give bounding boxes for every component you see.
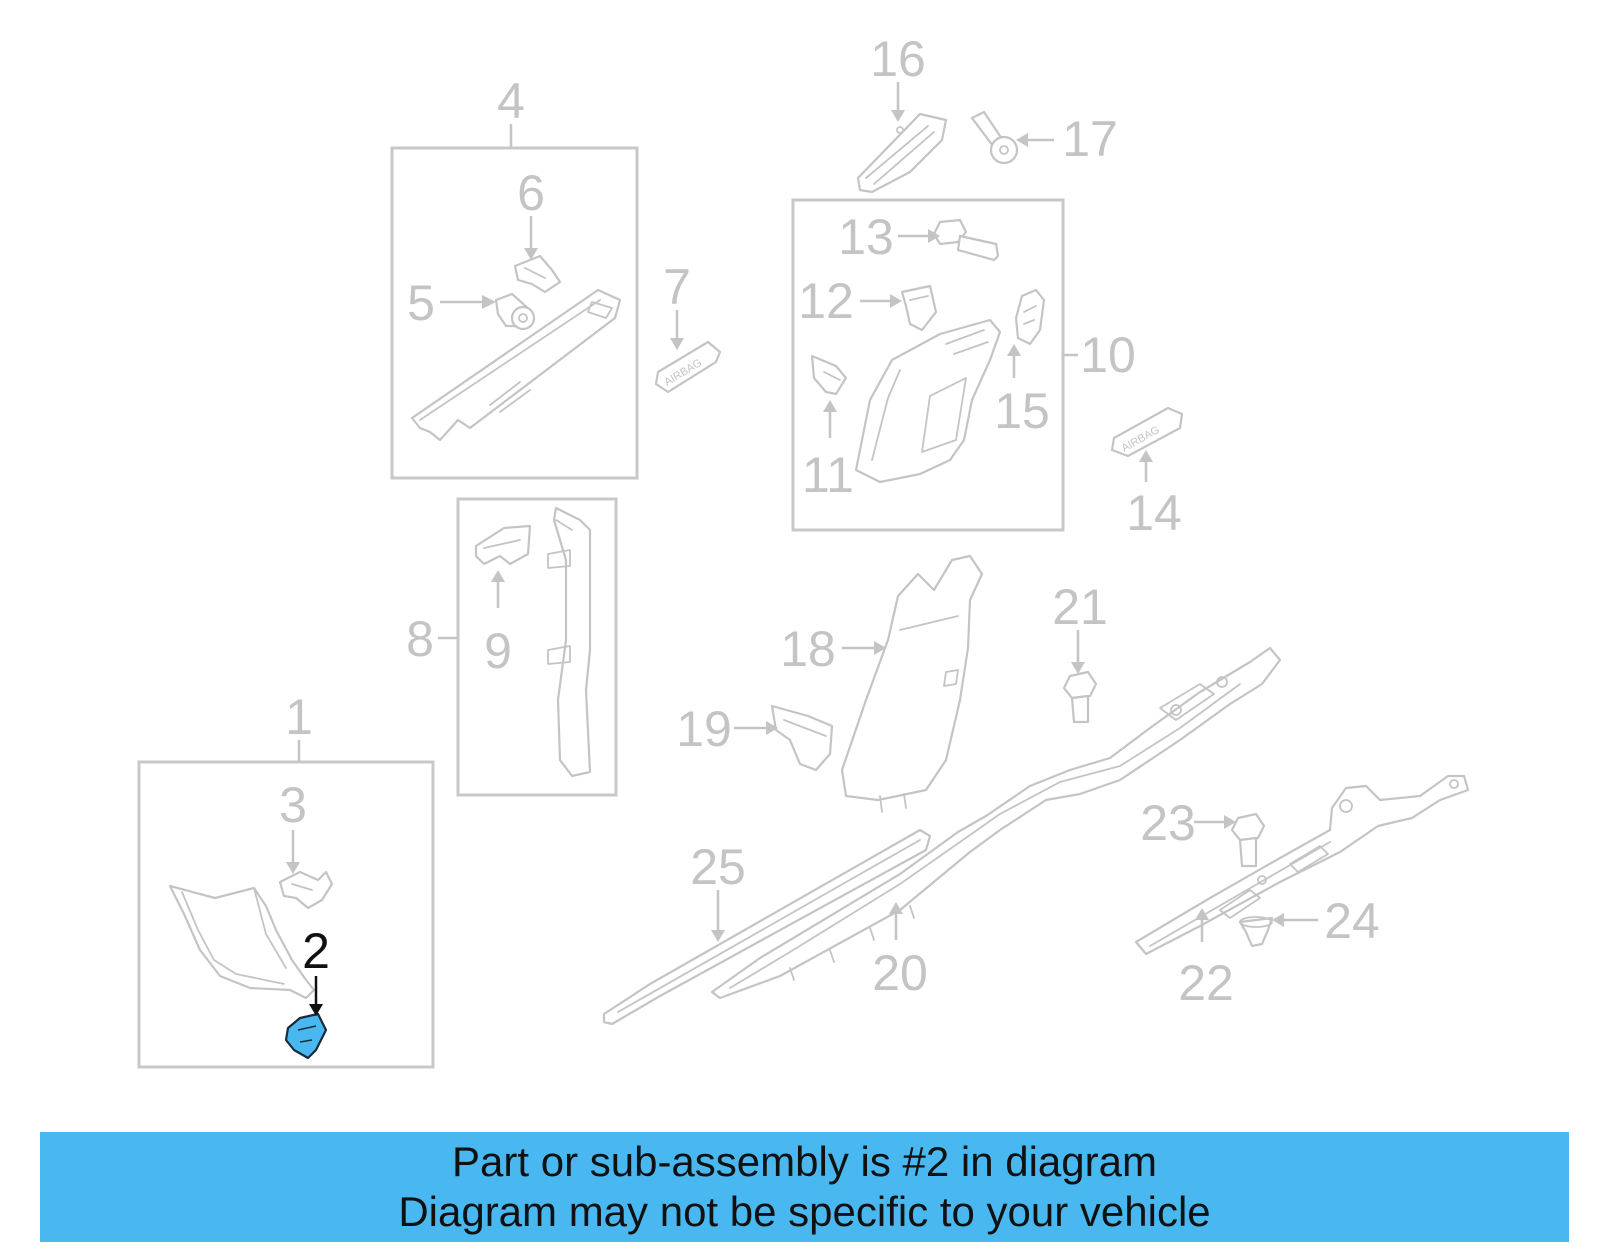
callout-4: 4 <box>497 73 525 129</box>
clip-2-highlighted <box>284 1012 328 1060</box>
a-pillar-trim <box>410 288 622 442</box>
clip-9 <box>474 524 532 566</box>
clip-19 <box>770 704 834 772</box>
callout-20: 20 <box>872 945 928 1001</box>
group-box-1 <box>137 760 435 1069</box>
callout-23: 23 <box>1140 795 1196 851</box>
callout-6: 6 <box>517 165 545 221</box>
callout-14: 14 <box>1126 485 1182 541</box>
b-pillar-lower-trim <box>840 554 984 813</box>
banner-disclaimer: Diagram may not be specific to your vehi… <box>398 1188 1211 1235</box>
group-box-10 <box>791 198 1065 532</box>
callout-18: 18 <box>780 621 836 677</box>
bracket-22 <box>1134 774 1470 956</box>
airbag-emblem-14: AIRBAG <box>1110 406 1184 458</box>
callout-1: 1 <box>285 689 313 745</box>
sill-plate-20 <box>710 646 1282 1000</box>
callout-5: 5 <box>407 275 435 331</box>
callout-numbers: 1 2 3 4 5 6 7 8 9 10 11 12 13 14 15 16 1… <box>279 31 1380 1011</box>
callout-9: 9 <box>484 623 512 679</box>
screw-17 <box>970 110 1019 165</box>
banner-part-note: Part or sub-assembly is #2 in diagram <box>452 1138 1157 1185</box>
callout-25: 25 <box>690 839 746 895</box>
callout-17: 17 <box>1062 111 1118 167</box>
clip-6 <box>513 254 562 294</box>
trim-strip-8 <box>547 506 592 778</box>
callout-7: 7 <box>663 259 691 315</box>
callout-19: 19 <box>676 701 732 757</box>
callout-16: 16 <box>870 31 926 87</box>
callout-3: 3 <box>279 777 307 833</box>
bolt-23 <box>1230 812 1266 868</box>
airbag-emblem-7: AIRBAG <box>654 340 722 394</box>
callout-2: 2 <box>302 923 330 979</box>
nut-24 <box>1238 916 1274 948</box>
group-box-4 <box>390 146 639 480</box>
callout-15: 15 <box>994 383 1050 439</box>
callout-11: 11 <box>802 447 854 503</box>
clip-11 <box>810 354 848 396</box>
callout-8: 8 <box>406 611 434 667</box>
clip-15 <box>1014 288 1046 346</box>
callout-22: 22 <box>1178 955 1234 1011</box>
callout-10: 10 <box>1080 327 1136 383</box>
bolt-13 <box>932 218 1000 262</box>
leader-lines <box>286 82 1318 1016</box>
kick-panel-trim <box>168 884 316 1000</box>
clip-3 <box>278 870 334 910</box>
b-pillar-upper-trim <box>854 318 1002 484</box>
callout-21: 21 <box>1052 579 1108 635</box>
scuff-strip-25 <box>602 828 932 1026</box>
group-box-8 <box>456 497 618 797</box>
callout-12: 12 <box>798 273 854 329</box>
callout-24: 24 <box>1324 893 1380 949</box>
grommet-5 <box>494 292 536 331</box>
bolt-21 <box>1062 670 1098 724</box>
bracket-16 <box>856 112 948 194</box>
clip-12 <box>900 284 938 332</box>
callout-13: 13 <box>838 209 894 265</box>
info-banner: Part or sub-assembly is #2 in diagram Di… <box>40 1132 1569 1242</box>
